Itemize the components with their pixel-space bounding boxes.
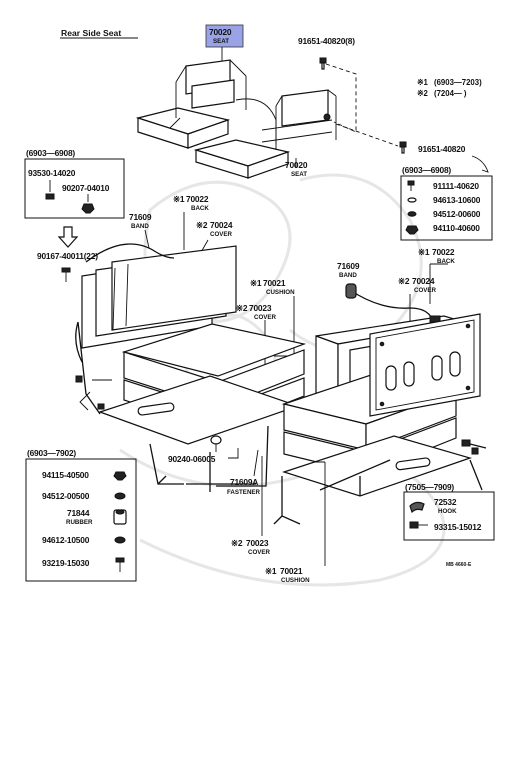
- highlight-part-number[interactable]: 70020: [209, 27, 232, 37]
- box-c-washer-2-icon: [114, 536, 126, 544]
- box-c-part-5[interactable]: 93219-15030: [42, 558, 90, 568]
- note-2-mark: ※2: [417, 89, 429, 98]
- back-right-part[interactable]: 70022: [432, 247, 455, 257]
- bolt-mid-part[interactable]: 91651-40820: [418, 144, 466, 154]
- box-c-nut-icon: [113, 471, 127, 481]
- box-c-part-4[interactable]: 94612-10500: [42, 535, 90, 545]
- bolt-top-part[interactable]: 91651-40820(8): [298, 36, 355, 46]
- note-1-mark: ※1: [417, 78, 429, 87]
- box-a-range: (6903—6908): [26, 148, 75, 158]
- cover-bottom-part[interactable]: 70023: [246, 538, 269, 548]
- bolt-mid-icon: [399, 141, 407, 154]
- clip-part[interactable]: 90240-06005: [168, 454, 216, 464]
- cover-cushion-left-label: COVER: [254, 314, 277, 321]
- cushion-bottom-mark: ※1: [265, 566, 277, 576]
- back-right-mark: ※1: [418, 247, 430, 257]
- seat-assembly-overview: [135, 59, 337, 179]
- leader-bolt-top: [325, 63, 357, 133]
- band-left-part[interactable]: 71609: [129, 212, 152, 222]
- cover-right-mark: ※2: [398, 276, 410, 286]
- box-c: [25, 458, 137, 582]
- screw-left-part[interactable]: 90167-40011(22): [37, 251, 98, 261]
- box-d-hook-icon: [409, 501, 425, 514]
- back-left-mark: ※1: [173, 194, 185, 204]
- cover-bottom-label: COVER: [248, 549, 271, 556]
- highlight-part-box: [205, 24, 244, 48]
- leader-clip: [228, 448, 239, 459]
- cover-bottom-mark: ※2: [231, 538, 243, 548]
- back-left-label: BACK: [191, 205, 209, 212]
- leader-cushion-bottom: [315, 461, 326, 566]
- clip-icon: [210, 435, 222, 452]
- back-left-part[interactable]: 70022: [186, 194, 209, 204]
- cover-cushion-left-part[interactable]: 70023: [249, 303, 272, 313]
- box-b-washer-1-icon: [407, 197, 417, 203]
- box-a-part-1[interactable]: 93530-14020: [28, 168, 76, 178]
- box-c-washer-icon: [114, 492, 126, 500]
- box-b-part-3[interactable]: 94512-00600: [433, 209, 481, 219]
- cover-left-part[interactable]: 70024: [210, 220, 233, 230]
- left-seat-illustration: [75, 243, 307, 492]
- cushion-bottom-label: CUSHION: [281, 577, 310, 584]
- box-c-part-1[interactable]: 94115-40500: [42, 470, 89, 480]
- reference-code: MB 4660-E: [446, 562, 472, 568]
- box-b-part-2[interactable]: 94613-10600: [433, 195, 481, 205]
- box-c-part-3[interactable]: 71844: [67, 508, 90, 518]
- cushion-left-mark: ※1: [250, 278, 262, 288]
- back-right-label: BACK: [437, 258, 455, 265]
- seat-lower-label: SEAT: [291, 171, 307, 178]
- box-d-range: (7505—7909): [405, 482, 454, 492]
- box-b-part-4[interactable]: 94110-40600: [433, 223, 480, 233]
- leaders-left-back: [144, 212, 209, 255]
- cushion-bottom-part[interactable]: 70021: [280, 566, 303, 576]
- cover-left-label: COVER: [210, 231, 233, 238]
- box-a: [24, 158, 125, 219]
- cover-right-label: COVER: [414, 287, 437, 294]
- box-a-screw-icon: [45, 180, 55, 200]
- box-b-nut-icon: [405, 225, 419, 235]
- cover-right-part[interactable]: 70024: [412, 276, 435, 286]
- box-d-part-2[interactable]: 93315-15012: [434, 522, 482, 532]
- note-1-range: (6903—7203): [434, 78, 482, 87]
- box-d: [403, 491, 495, 541]
- box-d-part-1[interactable]: 72532: [434, 497, 457, 507]
- right-seat-illustration: [273, 283, 487, 525]
- seat-lower-part[interactable]: 70020: [285, 160, 308, 170]
- box-d-screw-icon: [409, 521, 428, 529]
- box-b-range: (6903—6908): [402, 165, 451, 175]
- box-b-part-1[interactable]: 91111-40620: [433, 181, 480, 191]
- cushion-left-part[interactable]: 70021: [263, 278, 286, 288]
- bolt-top-icon: [319, 57, 327, 70]
- box-b-washer-2-icon: [407, 211, 417, 217]
- box-c-part-2[interactable]: 94512-00500: [42, 491, 90, 501]
- highlight-part-label: SEAT: [213, 38, 229, 45]
- screw-left-icon: [61, 267, 71, 282]
- box-c-bolt-icon: [115, 557, 125, 572]
- band-right-label: BAND: [339, 272, 357, 279]
- leader-fastener: [253, 449, 259, 477]
- note-2-range: (7204— ): [434, 89, 467, 98]
- fastener-label: FASTENER: [227, 489, 261, 496]
- box-a-nut-icon: [81, 194, 95, 214]
- box-b-bolt-icon: [407, 180, 415, 191]
- diagram-title: Rear Side Seat: [61, 28, 121, 38]
- box-c-part-3-label: RUBBER: [66, 519, 93, 526]
- box-c-rubber-icon: [113, 509, 127, 525]
- leader-bolt-mid: [335, 123, 399, 147]
- box-d-part-1-label: HOOK: [438, 508, 457, 515]
- box-a-part-2[interactable]: 90207-04010: [62, 183, 110, 193]
- arrow-down-icon: [57, 226, 79, 248]
- cushion-left-label: CUSHION: [266, 289, 295, 296]
- band-left-label: BAND: [131, 223, 149, 230]
- box-c-range: (6903—7902): [27, 448, 76, 458]
- arrow-box-b: [471, 155, 489, 173]
- cover-cushion-left-mark: ※2: [236, 303, 248, 313]
- band-right-part[interactable]: 71609: [337, 261, 360, 271]
- fastener-part[interactable]: 71609A: [230, 477, 258, 487]
- cover-left-mark: ※2: [196, 220, 208, 230]
- box-b: [400, 175, 493, 241]
